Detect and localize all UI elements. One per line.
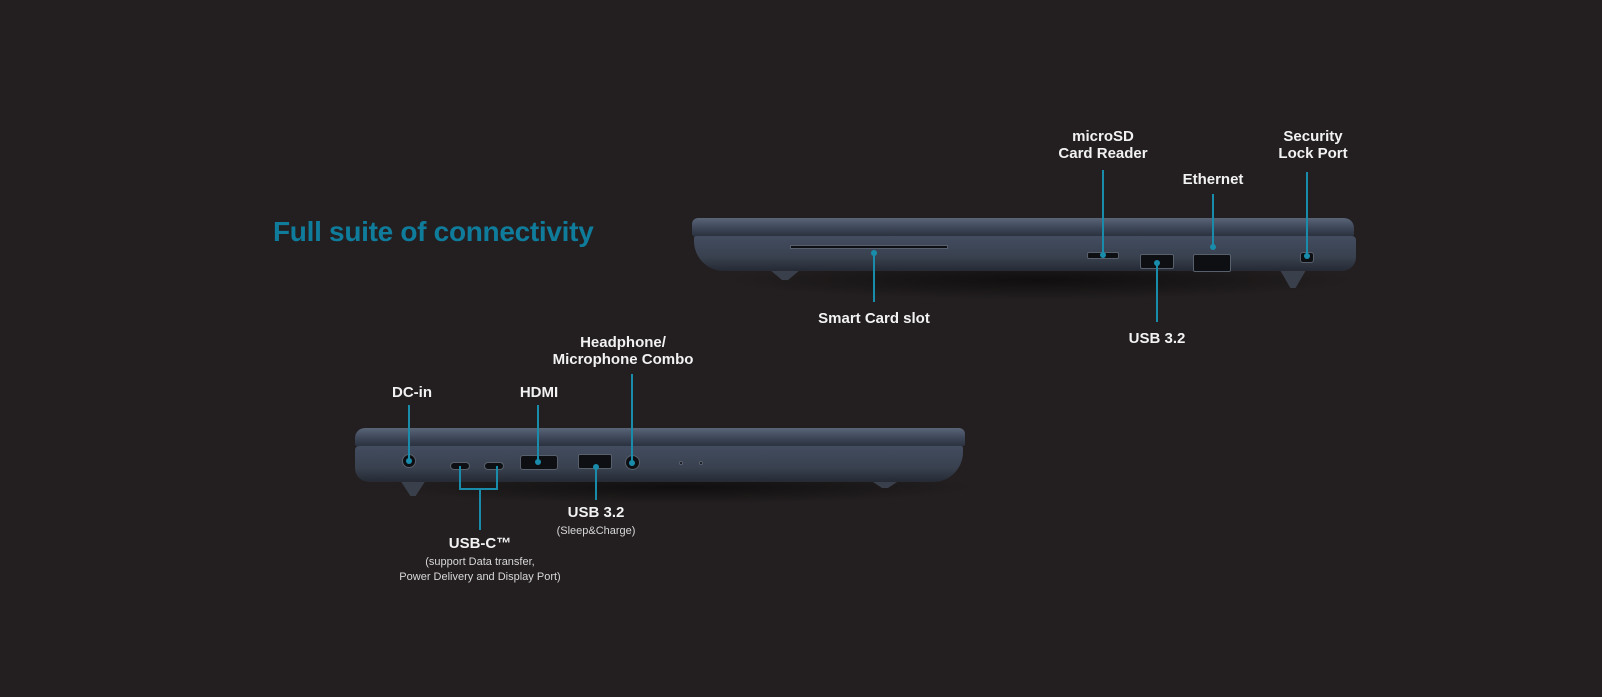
laptop-lid [355,428,965,446]
callout-dot [1154,260,1160,266]
callout-dot [871,250,877,256]
label-smart-card-slot: Smart Card slot [818,310,930,327]
label-line: Lock Port [1278,145,1348,162]
label-line: microSD [1072,128,1134,145]
callout-dot [535,459,541,465]
callout-line [408,405,410,460]
label-line: Microphone Combo [552,351,694,368]
callout-dot [406,458,412,464]
callout-bracket [459,488,498,490]
label-usb-3-2: USB 3.2 [1128,330,1186,347]
label-line: Security [1283,128,1343,145]
laptop-base [694,236,1356,271]
callout-bracket [459,466,461,489]
callout-line [479,488,481,530]
label-dc-in: DC-in [392,384,432,401]
ethernet-port [1193,254,1231,272]
label-ethernet: Ethernet [1182,171,1244,188]
laptop-foot [770,270,800,280]
label-line: (support Data transfer, [425,556,535,568]
callout-dot [1100,252,1106,258]
callout-dot [1210,244,1216,250]
laptop-foot [870,480,900,488]
label-line: Headphone/ [580,334,666,351]
callout-dot [1304,253,1310,259]
smart-card-slot [790,245,948,249]
label-security-lock-port: Security Lock Port [1278,128,1347,162]
callout-line [631,374,633,462]
label-usb-3-2-sleep-charge: USB 3.2 [567,504,625,521]
label-line: Card Reader [1058,145,1148,162]
label-hdmi: HDMI [519,384,559,401]
callout-dot [593,464,599,470]
label-microsd-card-reader: microSD Card Reader [1058,128,1147,162]
callout-line [1102,170,1104,255]
status-led [699,461,703,465]
callout-line [595,466,597,500]
laptop-lid [692,218,1354,236]
callout-line [1212,194,1214,246]
callout-line [537,405,539,461]
callout-line [873,252,875,302]
laptop-base [355,446,963,482]
label-line: Power Delivery and Display Port) [399,571,561,583]
label-usb-note: (Sleep&Charge) [556,525,636,537]
callout-line [1306,172,1308,256]
label-headphone-microphone-combo: Headphone/ Microphone Combo [553,334,694,368]
status-led [679,461,683,465]
callout-dot [629,460,635,466]
label-usb-c: USB-C™ [448,535,512,552]
callout-line [1156,262,1158,322]
callout-bracket [496,466,498,489]
page-title: Full suite of connectivity [273,216,594,247]
label-usb-c-note: (support Data transfer, Power Delivery a… [399,555,560,585]
usb-c-port [484,462,504,470]
